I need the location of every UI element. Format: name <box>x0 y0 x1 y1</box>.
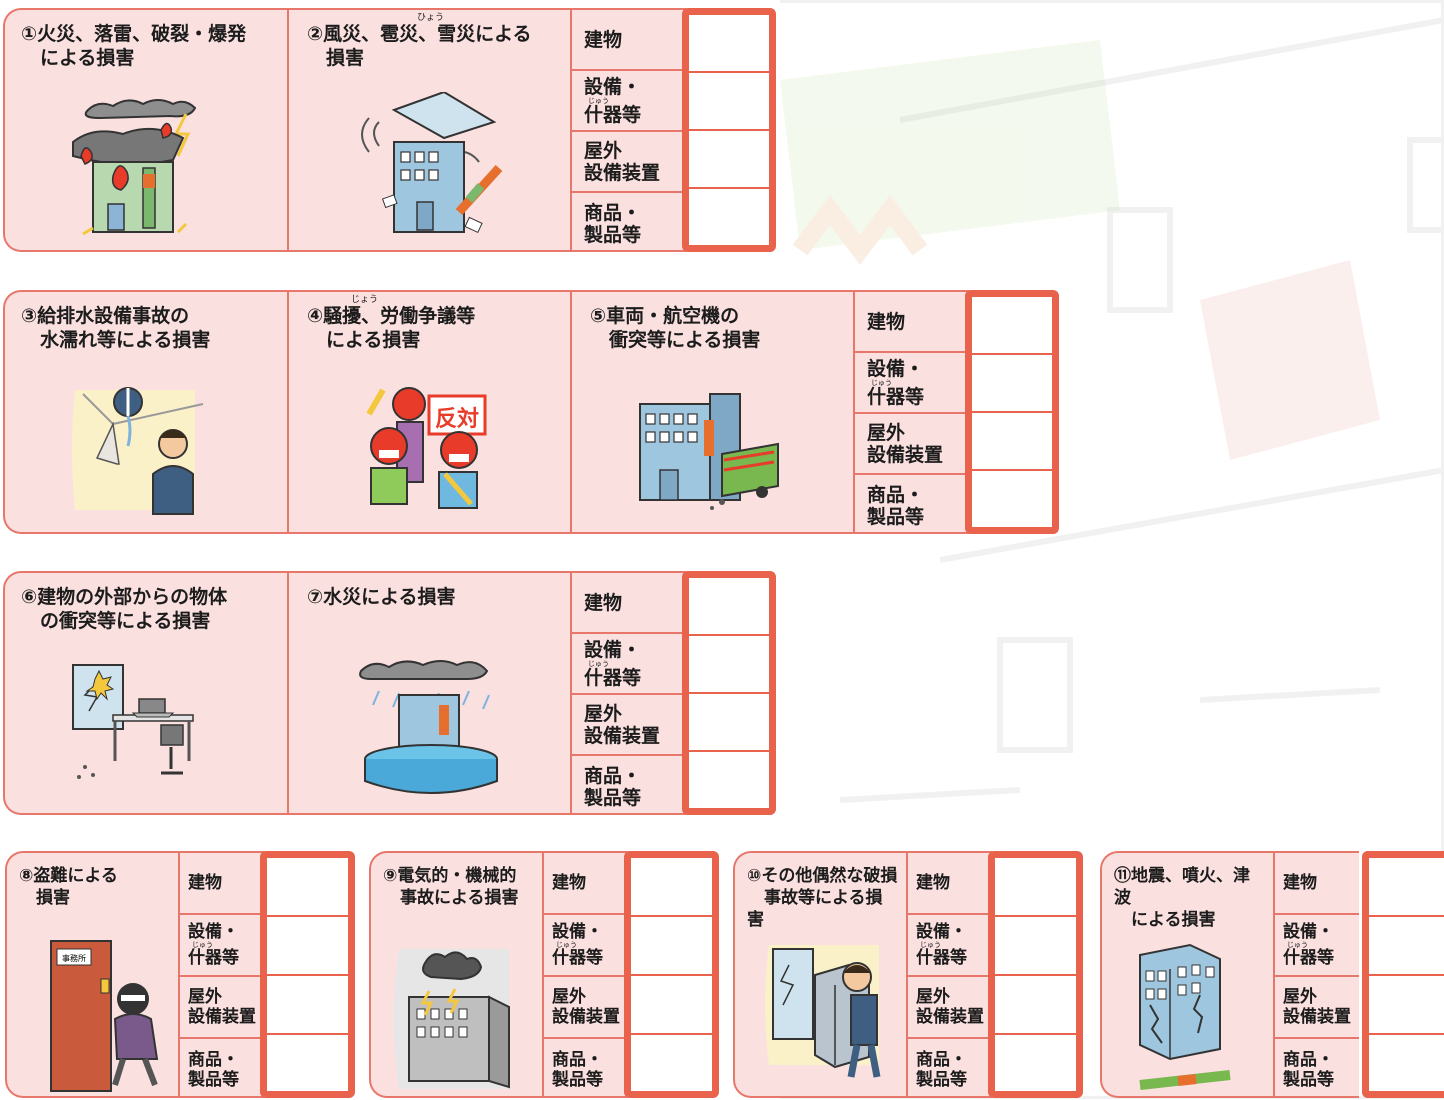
wind-damage-building-illustration <box>361 92 503 234</box>
category-title-1: ①火災、落雷、破裂・爆発 による損害 <box>21 23 247 69</box>
damage-item-labels-3: 建物 設備・じゅう什器等 屋外設備装置 商品・製品等 <box>572 571 686 815</box>
checkbox-building[interactable] <box>689 578 769 636</box>
checkbox-column-8 <box>260 851 355 1098</box>
damage-item-labels-10: 建物 設備・じゅう什器等 屋外設備装置 商品・製品等 <box>908 851 992 1098</box>
checkbox-merchandise[interactable] <box>267 1035 348 1091</box>
card-group-8: ⑧盗難による 損害 事務所 建物 設備・じゅう什器等 屋外設備装置 商品・製品等 <box>5 851 355 1098</box>
electrical-accident-illustration <box>394 949 510 1089</box>
category-cell-1: ①火災、落雷、破裂・爆発 による損害 <box>3 8 289 252</box>
checkbox-column-9 <box>624 851 719 1098</box>
damage-item-labels-9: 建物 設備・じゅう什器等 屋外設備装置 商品・製品等 <box>544 851 628 1098</box>
category-title-9: ⑨電気的・機械的 事故による損害 <box>383 866 519 908</box>
category-ruby-4: じょう <box>351 295 379 305</box>
category-title-7: ⑦水災による損害 <box>307 586 456 608</box>
damage-item-labels-2: 建物 設備・じゅう什器等 屋外設備装置 商品・製品等 <box>855 290 969 534</box>
card-group-3: ⑥建物の外部からの物体 の衝突等による損害 ⑦水災による損害 <box>3 571 776 815</box>
checkbox-merchandise[interactable] <box>972 471 1052 527</box>
category-cell-5: ⑤車両・航空機の 衝突等による損害 <box>572 290 855 534</box>
damage-item-labels-1: 建物 設備・じゅう什器等 屋外設備装置 商品・製品等 <box>572 8 686 252</box>
checkbox-building[interactable] <box>267 858 348 917</box>
checkbox-building[interactable] <box>631 858 712 917</box>
category-cell-9: ⑨電気的・機械的 事故による損害 <box>369 851 544 1098</box>
category-title-8: ⑧盗難による 損害 <box>19 866 118 908</box>
checkbox-building[interactable] <box>972 297 1052 355</box>
checkbox-column-2 <box>965 290 1059 534</box>
category-title-5: ⑤車両・航空機の 衝突等による損害 <box>590 305 761 351</box>
water-leak-illustration <box>72 387 204 515</box>
checkbox-outdoor-equipment[interactable] <box>689 694 769 752</box>
card-group-1: ①火災、落雷、破裂・爆発 による損害 ひょう ②風災、雹災、雪災による 損害 <box>3 8 776 252</box>
checkbox-outdoor-equipment[interactable] <box>267 976 348 1035</box>
card-group-11: ⑪地震、噴火、津波 による損害 建物 設備・じゅう什器等 屋外設備装置 商品・製… <box>1100 851 1444 1098</box>
checkbox-merchandise[interactable] <box>631 1035 712 1091</box>
card-group-9: ⑨電気的・機械的 事故による損害 建物 設備・じゅう什器等 屋外設備装置 商品・… <box>369 851 719 1098</box>
card-group-10: ⑩その他偶然な破損 事故等による損害 建物 設備・じゅう什器等 屋外設備装置 商… <box>733 851 1083 1098</box>
checkbox-equipment[interactable] <box>267 917 348 976</box>
checkbox-building[interactable] <box>1369 858 1444 917</box>
checkbox-outdoor-equipment[interactable] <box>1369 976 1444 1035</box>
checkbox-equipment[interactable] <box>995 917 1076 976</box>
checkbox-outdoor-equipment[interactable] <box>995 976 1076 1035</box>
checkbox-building[interactable] <box>689 15 769 73</box>
card-group-2: ③給排水設備事故の 水濡れ等による損害 じょう ④騒擾、労働争議等 による損害 … <box>3 290 1059 534</box>
fire-building-illustration <box>72 99 197 236</box>
category-cell-7: ⑦水災による損害 <box>289 571 572 815</box>
checkbox-building[interactable] <box>995 858 1076 917</box>
protest-sign-text: 反対 <box>435 407 479 432</box>
checkbox-column-11 <box>1362 851 1444 1098</box>
object-impact-illustration <box>72 664 194 779</box>
category-title-11: ⑪地震、噴火、津波 による損害 <box>1114 866 1250 930</box>
category-cell-10: ⑩その他偶然な破損 事故等による損害 <box>733 851 908 1098</box>
checkbox-equipment[interactable] <box>1369 917 1444 976</box>
vehicle-collision-illustration <box>639 393 779 510</box>
category-ruby-2: ひょう <box>417 13 445 23</box>
category-cell-11: ⑪地震、噴火、津波 による損害 <box>1100 851 1275 1098</box>
theft-illustration: 事務所 <box>50 940 159 1092</box>
earthquake-illustration <box>1139 943 1231 1090</box>
damage-item-labels-8: 建物 設備・じゅう什器等 屋外設備装置 商品・製品等 <box>180 851 264 1098</box>
flood-illustration <box>359 660 498 794</box>
checkbox-column-1 <box>682 8 776 252</box>
category-title-4: ④騒擾、労働争議等 による損害 <box>307 305 476 351</box>
checkbox-merchandise[interactable] <box>995 1035 1076 1091</box>
category-cell-6: ⑥建物の外部からの物体 の衝突等による損害 <box>3 571 289 815</box>
category-cell-3: ③給排水設備事故の 水濡れ等による損害 <box>3 290 289 534</box>
category-title-10: ⑩その他偶然な破損 事故等による損害 <box>747 866 898 930</box>
accidental-breakage-illustration <box>765 945 881 1078</box>
checkbox-outdoor-equipment[interactable] <box>689 131 769 189</box>
category-cell-2: ひょう ②風災、雹災、雪災による 損害 <box>289 8 572 252</box>
checkbox-column-3 <box>682 571 776 815</box>
category-cell-8: ⑧盗難による 損害 事務所 <box>5 851 180 1098</box>
checkbox-equipment[interactable] <box>972 355 1052 413</box>
checkbox-merchandise[interactable] <box>689 189 769 245</box>
checkbox-equipment[interactable] <box>689 73 769 131</box>
checkbox-merchandise[interactable] <box>689 752 769 808</box>
category-cell-4: じょう ④騒擾、労働争議等 による損害 反対 <box>289 290 572 534</box>
office-sign-text: 事務所 <box>62 953 86 963</box>
checkbox-equipment[interactable] <box>631 917 712 976</box>
category-title-6: ⑥建物の外部からの物体 の衝突等による損害 <box>21 586 228 632</box>
category-title-3: ③給排水設備事故の 水濡れ等による損害 <box>21 305 211 351</box>
checkbox-column-10 <box>988 851 1083 1098</box>
checkbox-equipment[interactable] <box>689 636 769 694</box>
checkbox-outdoor-equipment[interactable] <box>972 413 1052 471</box>
category-title-2: ②風災、雹災、雪災による 損害 <box>307 23 532 69</box>
damage-item-labels-11: 建物 設備・じゅう什器等 屋外設備装置 商品・製品等 <box>1275 851 1359 1098</box>
checkbox-outdoor-equipment[interactable] <box>631 976 712 1035</box>
protest-illustration: 反対 <box>366 387 487 509</box>
checkbox-merchandise[interactable] <box>1369 1035 1444 1091</box>
